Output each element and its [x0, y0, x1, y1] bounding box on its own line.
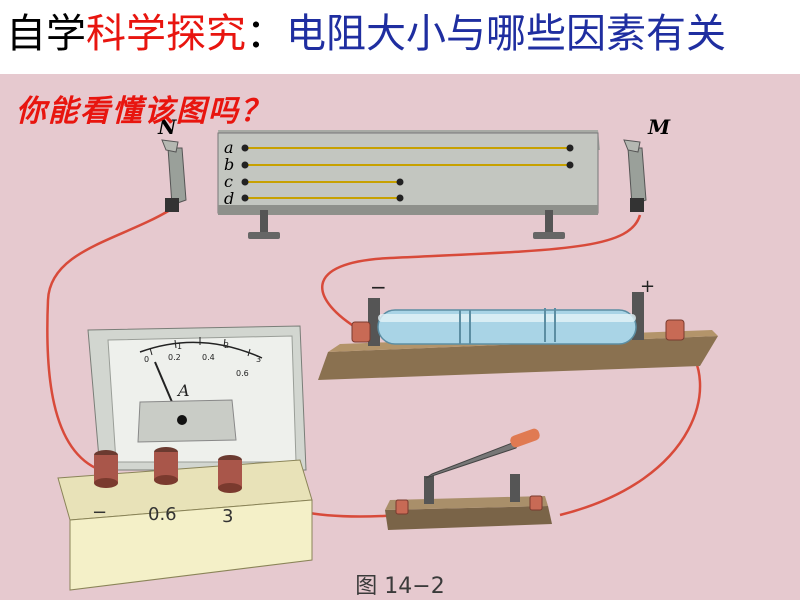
scale-label-0: 0 [144, 355, 149, 364]
figure-caption: 图 14−2 [355, 574, 445, 599]
clip-label-n: N [157, 115, 177, 139]
scale-label-1: 1 [177, 342, 182, 351]
clip-label-m: M [647, 115, 671, 139]
resistance-wire-board: a b c d [217, 130, 600, 239]
wire-m-to-battery [321, 214, 642, 332]
terminal-label-0-6: 0.6 [148, 504, 177, 525]
wire-label-c: c [224, 172, 233, 191]
question-text: 你能看懂该图吗？ [16, 94, 272, 129]
battery-minus-label: − [370, 275, 387, 299]
battery-holder: − + [318, 275, 718, 380]
terminal-label-minus: − [92, 502, 107, 523]
scale-label-2: 2 [224, 341, 229, 350]
scale-label-0-2: 0.2 [168, 353, 181, 362]
knife-switch [385, 428, 552, 530]
terminal-label-3: 3 [222, 506, 233, 527]
battery-plus-label: + [640, 276, 655, 297]
title-colon: ： [246, 11, 286, 57]
ammeter: 0 0.2 0.4 0.6 1 2 3 A − 0.6 3 [57, 325, 313, 591]
scale-label-0-6: 0.6 [236, 369, 249, 378]
meter-unit-label: A [176, 381, 190, 400]
alligator-clip-m: M [623, 115, 671, 212]
alligator-clip-n: N [157, 115, 187, 212]
wire-battery-to-switch [559, 344, 702, 517]
meter-needle [154, 361, 173, 403]
scale-label-3: 3 [256, 355, 261, 364]
wire-label-a: a [224, 138, 234, 157]
wire-label-b: b [224, 155, 234, 174]
wire-label-d: d [224, 189, 234, 208]
scale-label-0-4: 0.4 [202, 353, 215, 362]
title-part-science-inquiry: 科学探究 [86, 11, 246, 57]
page-title: 自学科学探究：电阻大小与哪些因素有关 [6, 6, 726, 62]
title-part-self-study: 自学 [6, 11, 86, 57]
title-part-topic: 电阻大小与哪些因素有关 [286, 11, 726, 57]
wire-n-to-meter [46, 208, 171, 472]
